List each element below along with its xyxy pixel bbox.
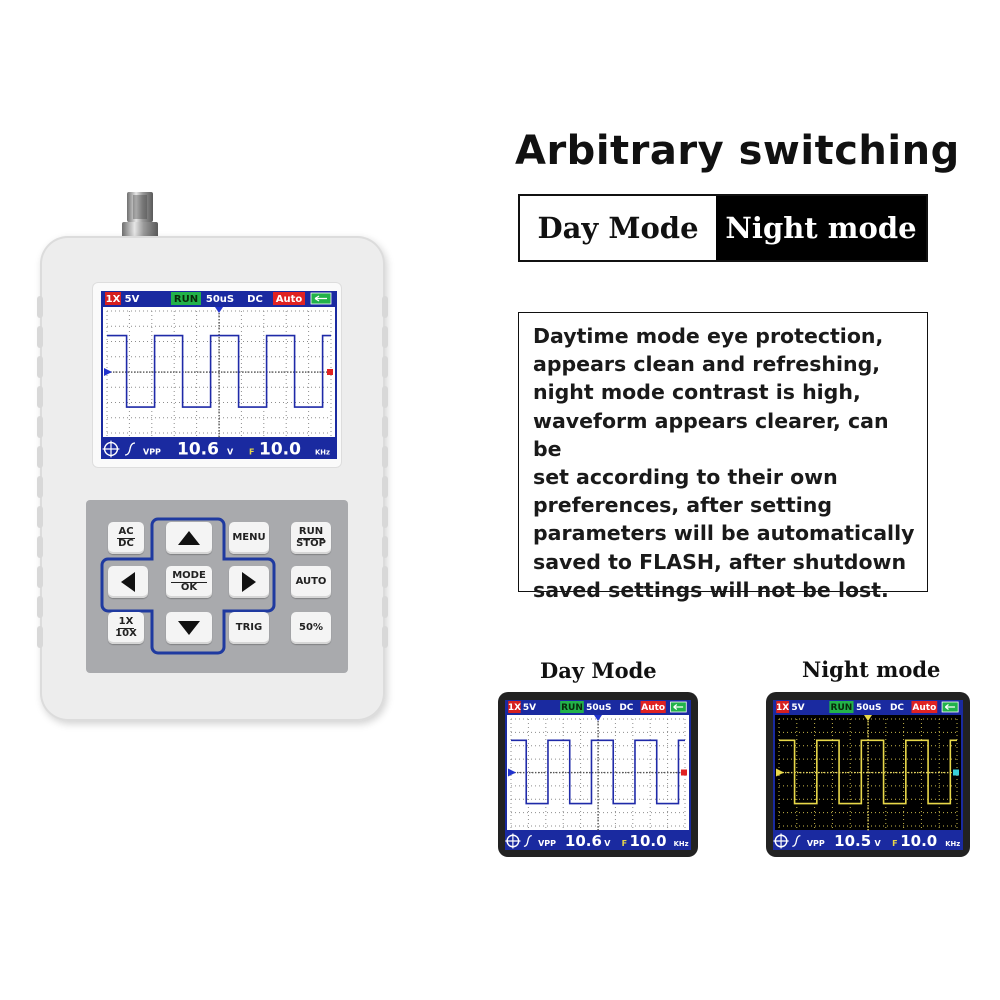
auto-button[interactable]: AUTO	[291, 566, 331, 598]
status-coupling: DC	[890, 703, 904, 713]
vpp-unit: V	[874, 839, 881, 848]
freq-value: 10.0	[900, 832, 937, 850]
description-text: Daytime mode eye protection, appears cle…	[533, 324, 915, 602]
right-arrow-button[interactable]	[229, 566, 269, 598]
crosshair-icon	[505, 833, 521, 849]
triangle-down-icon	[178, 621, 200, 635]
status-trigger-mode: Auto	[641, 703, 665, 713]
vpp-value: 10.6	[565, 832, 602, 850]
triangle-right-icon	[242, 572, 256, 592]
mode-toggle[interactable]: Day Mode Night mode	[518, 194, 928, 262]
trigger-edge-icon	[792, 834, 801, 848]
night-mode-option[interactable]: Night mode	[716, 196, 926, 260]
status-time-div: 50uS	[206, 294, 234, 305]
triangle-up-icon	[178, 531, 200, 545]
day-mode-caption: Day Mode	[540, 658, 657, 683]
status-trigger-mode: Auto	[276, 294, 303, 305]
description-box: Daytime mode eye protection, appears cle…	[518, 312, 928, 602]
status-probe: 1X	[106, 294, 121, 305]
status-run-state: RUN	[174, 294, 198, 305]
status-volts-div: 5V	[523, 703, 536, 713]
trig-button[interactable]: TRIG	[229, 612, 269, 644]
status-volts-div: 5V	[791, 703, 804, 713]
status-run-state: RUN	[561, 703, 583, 713]
freq-unit: KHz	[315, 449, 330, 457]
vpp-value: 10.5	[834, 832, 871, 850]
crosshair-icon	[773, 833, 789, 849]
status-time-div: 50uS	[856, 703, 881, 713]
triangle-left-icon	[121, 572, 135, 592]
vpp-value: 10.6	[177, 440, 219, 459]
vpp-unit: V	[604, 839, 611, 848]
freq-unit: KHz	[674, 840, 689, 848]
trigger-edge-icon	[124, 442, 136, 456]
freq-value: 10.0	[630, 832, 667, 850]
freq-label: F	[249, 448, 254, 457]
vpp-label: VPP	[143, 448, 161, 457]
day-mode-option[interactable]: Day Mode	[520, 196, 716, 260]
freq-value: 10.0	[259, 440, 301, 459]
status-trigger-mode: Auto	[912, 703, 936, 713]
left-arrow-button[interactable]	[108, 566, 148, 598]
down-arrow-button[interactable]	[166, 612, 212, 644]
fifty-percent-button[interactable]: 50%	[291, 612, 331, 644]
vpp-unit: V	[227, 448, 234, 457]
status-coupling: DC	[247, 294, 263, 305]
freq-label: F	[622, 839, 627, 848]
status-probe: 1X	[508, 703, 521, 713]
battery-icon	[310, 292, 332, 305]
crosshair-icon	[102, 440, 120, 458]
battery-icon	[941, 701, 959, 713]
freq-label: F	[892, 839, 897, 848]
status-volts-div: 5V	[125, 294, 140, 305]
status-coupling: DC	[619, 703, 633, 713]
up-arrow-button[interactable]	[166, 522, 212, 554]
battery-icon	[670, 701, 687, 713]
freq-unit: KHz	[945, 840, 960, 848]
status-time-div: 50uS	[586, 703, 611, 713]
status-run-state: RUN	[831, 703, 853, 713]
vpp-label: VPP	[538, 839, 556, 848]
night-mode-caption: Night mode	[802, 657, 941, 682]
menu-button[interactable]: MENU	[229, 522, 269, 554]
trigger-edge-icon	[523, 834, 532, 848]
dpad-outline	[100, 517, 276, 655]
status-probe: 1X	[776, 703, 789, 713]
headline: Arbitrary switching	[515, 128, 960, 174]
vpp-label: VPP	[807, 839, 825, 848]
